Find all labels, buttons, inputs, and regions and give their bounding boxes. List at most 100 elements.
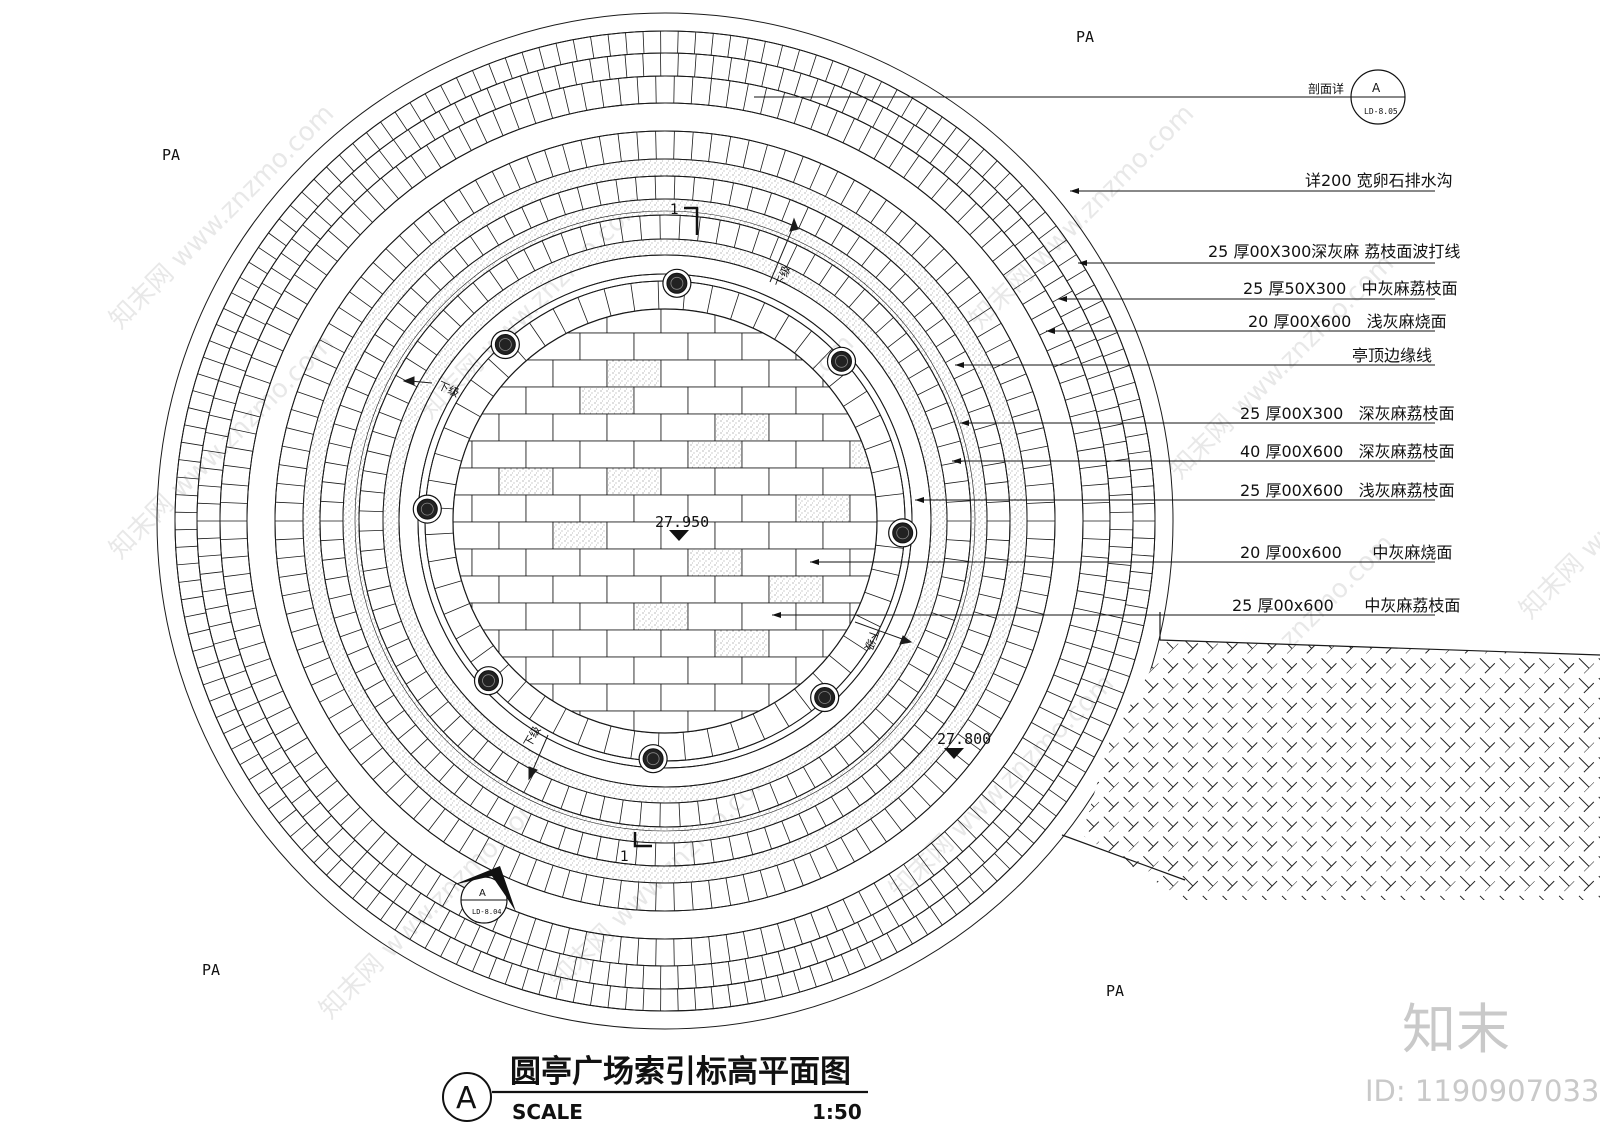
brick-tile xyxy=(498,359,554,388)
brick-tile xyxy=(687,548,743,577)
brick-tile xyxy=(453,575,500,604)
brick-tile xyxy=(768,575,824,604)
step-label: 下级 xyxy=(521,724,543,750)
leader-arrow xyxy=(1058,296,1067,302)
lower-ref-letter: A xyxy=(479,888,486,899)
pa-label: PA xyxy=(1076,28,1094,46)
brick-tile xyxy=(498,413,554,442)
callout-ring-6: 40 厚00X600 深灰麻荔枝面 xyxy=(1240,442,1455,461)
brick-tile xyxy=(525,386,581,415)
leader-arrow xyxy=(810,559,819,565)
brick-tile xyxy=(498,575,554,604)
lower-ref-sheet: LD-8.04 xyxy=(472,908,502,916)
brick-tile xyxy=(606,629,662,658)
elevation-outer: 27.800 xyxy=(937,730,991,748)
brick-tile xyxy=(714,575,770,604)
brick-tile xyxy=(453,413,500,442)
brick-tile xyxy=(741,332,797,361)
callout-leaders xyxy=(772,188,1435,618)
section-ref-label: 剖面详 xyxy=(1308,81,1344,96)
brick-tile xyxy=(741,656,797,685)
brick-tile xyxy=(552,521,608,550)
brick-tile xyxy=(633,332,689,361)
column-base xyxy=(638,744,668,774)
brick-tile xyxy=(525,656,581,685)
brick-tile xyxy=(795,602,851,631)
brick-tile xyxy=(768,521,824,550)
brick-tile xyxy=(822,467,877,496)
brick-tile xyxy=(714,309,770,334)
brick-tile xyxy=(552,467,608,496)
column-base xyxy=(412,494,442,524)
section-cut-top xyxy=(684,206,699,235)
ring-joints xyxy=(197,52,1133,990)
leader-arrow xyxy=(772,612,781,618)
ring-joints xyxy=(175,30,1155,1012)
title-symbol-circle xyxy=(442,1072,492,1122)
elevation-marker xyxy=(944,748,964,759)
column-base xyxy=(888,518,918,548)
drain-outer-edge xyxy=(156,12,1174,1030)
column-base xyxy=(662,268,692,298)
ring-edge xyxy=(417,273,913,769)
callout-ring-5: 25 厚00X300 深灰麻荔枝面 xyxy=(1240,404,1455,423)
column-base xyxy=(473,666,504,696)
brick-tile xyxy=(552,629,608,658)
brick-tile xyxy=(579,332,635,361)
brick-tile xyxy=(687,440,743,469)
callout-ring-2: 25 厚50X300 中灰麻荔枝面 xyxy=(1243,279,1458,298)
brick-tile xyxy=(525,602,581,631)
brick-tile xyxy=(579,494,635,523)
brick-tile xyxy=(660,683,716,712)
callout-ring-8: 20 厚00x600 中灰麻烧面 xyxy=(1240,543,1452,562)
brick-tile xyxy=(552,359,608,388)
brick-tile xyxy=(660,575,716,604)
brick-tile xyxy=(741,602,797,631)
watermark-text: 知末网 www.znzmo.com xyxy=(1514,389,1600,625)
column-base xyxy=(490,329,520,360)
callout-center: 25 厚00x600 中灰麻荔枝面 xyxy=(1232,596,1460,615)
callout-ring-7: 25 厚00X600 浅灰麻荔枝面 xyxy=(1240,481,1455,500)
brick-tile xyxy=(633,548,689,577)
brick-tile xyxy=(849,494,877,523)
ring-edge xyxy=(246,102,1084,940)
herringbone-paving xyxy=(1082,640,1600,900)
brick-tile xyxy=(714,521,770,550)
brick-tile xyxy=(633,656,689,685)
brick-tile xyxy=(660,359,716,388)
ring-joints xyxy=(220,76,1110,966)
entrance-edge xyxy=(1061,612,1600,881)
brick-tile xyxy=(795,494,851,523)
callout-drain: 详200 宽卵石排水沟 xyxy=(1305,171,1453,190)
brick-tile xyxy=(741,494,797,523)
ring-joints xyxy=(359,214,971,828)
ring-edge xyxy=(342,198,988,844)
ring-edge xyxy=(302,158,1028,884)
brick-tile xyxy=(741,386,797,415)
brick-tile xyxy=(714,683,770,712)
brick-tile xyxy=(579,548,635,577)
brick-tile xyxy=(714,359,770,388)
ring-edge xyxy=(398,254,932,788)
brick-tile xyxy=(660,629,716,658)
brick-tile xyxy=(579,386,635,415)
brick-tile xyxy=(660,467,716,496)
column-set xyxy=(412,268,918,774)
lower-ref-arrow xyxy=(453,866,516,912)
title-symbol: A xyxy=(456,1081,477,1116)
elevation-center: 27.950 xyxy=(655,513,709,531)
brick-tile xyxy=(552,413,608,442)
inner-brick-field xyxy=(453,309,877,733)
brick-tile xyxy=(660,413,716,442)
scale-value: 1:50 xyxy=(812,1100,862,1124)
brick-tile xyxy=(579,440,635,469)
brick-tile xyxy=(453,548,473,577)
brick-tile xyxy=(687,656,743,685)
brick-tile xyxy=(453,467,500,496)
brick-tile xyxy=(471,602,527,631)
brick-tile xyxy=(633,494,689,523)
brick-tile xyxy=(606,521,662,550)
brick-tile xyxy=(687,386,743,415)
leader-arrow xyxy=(955,362,964,368)
